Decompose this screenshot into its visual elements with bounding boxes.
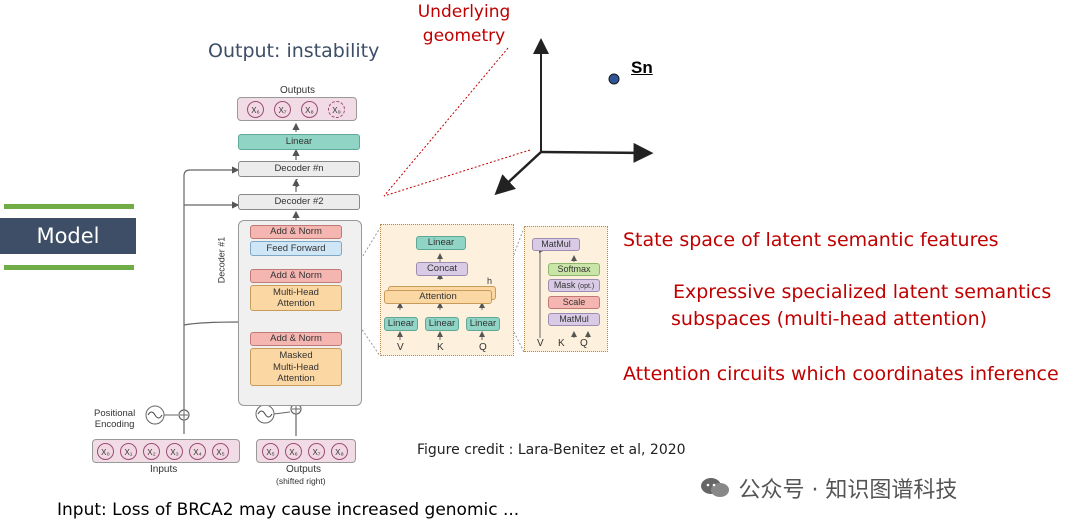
multi-head-attention: Multi-Head Attention <box>250 285 342 311</box>
watermark-text: 公众号 · 知识图谱科技 <box>738 478 958 503</box>
output-token-1: X₇ <box>274 101 291 118</box>
wechat-icon <box>700 476 730 500</box>
model-label: Model <box>0 218 136 254</box>
mha-line2: Attention <box>277 298 315 309</box>
add-norm-2: Add & Norm <box>250 269 342 283</box>
decoder-2-box: Decoder #2 <box>238 194 360 210</box>
output-token-row: X₆ X₇ X₈ X₉ <box>237 97 357 121</box>
annotation-expressive-1: Expressive specialized latent semantics <box>673 281 1052 303</box>
mha-concat-box: Concat <box>416 262 468 276</box>
mha-linear-box: Linear <box>416 236 466 250</box>
add-norm-1: Add & Norm <box>250 225 342 239</box>
sdpa-softmax: Softmax <box>548 263 600 276</box>
geometry-label: Underlying geometry <box>404 0 524 48</box>
mha-linear-k: Linear <box>425 317 459 331</box>
input-token-0: X₀ <box>97 443 114 460</box>
sdpa-mask-label: Mask <box>553 280 576 290</box>
shift-token-row: X₅ X₆ X₇ X₈ <box>256 439 356 463</box>
sdpa-mask: Mask (opt.) <box>548 279 600 292</box>
sdpa-matmul-top: MatMul <box>532 238 580 251</box>
input-token-3: X₃ <box>166 443 183 460</box>
annotation-expressive-2: subspaces (multi-head attention) <box>671 308 988 330</box>
sdpa-q-label: Q <box>580 338 588 349</box>
input-token-row: X₀ X₁ X₂ X₃ X₄ X₅ <box>92 439 240 463</box>
mha-linear-q: Linear <box>466 317 500 331</box>
masked-line2: Multi-Head <box>273 361 319 373</box>
shift-token-3: X₈ <box>331 443 348 460</box>
input-text: Input: Loss of BRCA2 may cause increased… <box>57 500 520 520</box>
masked-multi-head-attention: Masked Multi-Head Attention <box>250 348 342 386</box>
model-bottom-bar <box>4 265 134 270</box>
model-label-text: Model <box>36 224 100 248</box>
sdpa-matmul-bottom: MatMul <box>548 313 600 326</box>
decoder-n-box: Decoder #n <box>238 161 360 177</box>
input-token-4: X₄ <box>189 443 206 460</box>
output-token-0: X₆ <box>247 101 264 118</box>
decoder-1-label: Decoder #1 <box>216 236 227 284</box>
sdpa-mask-opt: (opt.) <box>577 283 595 290</box>
input-token-5: X₅ <box>212 443 229 460</box>
shift-token-2: X₇ <box>308 443 325 460</box>
mha-q-label: Q <box>479 342 487 353</box>
geometry-label-line2: geometry <box>422 26 506 46</box>
feed-forward: Feed Forward <box>250 241 342 256</box>
watermark: 公众号 · 知识图谱科技 <box>700 472 957 508</box>
positional-encoding-label: Positional Encoding <box>94 408 135 430</box>
decoder-dots: ⋮ <box>292 178 302 189</box>
annotation-circuits: Attention circuits which coordinates inf… <box>623 363 1059 385</box>
annotation-state-space: State space of latent semantic features <box>623 229 999 251</box>
axis-diagonal <box>494 151 542 196</box>
shifted-right-label: (shifted right) <box>276 476 326 486</box>
geometry-connector-2 <box>383 149 531 197</box>
mha-h-label: h <box>487 276 493 286</box>
model-top-bar <box>4 204 134 209</box>
pos-enc-line2: Encoding <box>94 419 135 430</box>
masked-line1: Masked <box>279 350 313 361</box>
mha-attention-box: Attention <box>384 290 492 304</box>
axis-horizontal <box>540 142 654 163</box>
mha-line1: Multi-Head <box>273 287 319 298</box>
shift-token-0: X₅ <box>262 443 279 460</box>
mha-k-label: K <box>437 342 444 353</box>
add-norm-3: Add & Norm <box>250 332 342 346</box>
linear-box: Linear <box>238 134 360 150</box>
mha-linear-v: Linear <box>384 317 418 331</box>
outputs-bottom-label: Outputs <box>286 464 322 475</box>
geometry-connector-1 <box>383 47 509 197</box>
figure-credit: Figure credit : Lara-Benitez et al, 2020 <box>417 442 686 458</box>
output-token-3: X₉ <box>328 101 345 118</box>
sn-label: Sn <box>631 58 653 77</box>
geometry-label-line1: Underlying <box>417 2 511 22</box>
pos-enc-line1: Positional <box>94 408 136 419</box>
outputs-top-label: Outputs <box>280 85 316 96</box>
input-token-2: X₂ <box>143 443 160 460</box>
input-token-1: X₁ <box>120 443 137 460</box>
inputs-label: Inputs <box>150 464 178 475</box>
output-title: Output: instability <box>208 40 380 62</box>
sdpa-scale: Scale <box>548 296 600 309</box>
masked-line3: Attention <box>277 373 315 384</box>
shift-token-1: X₆ <box>285 443 302 460</box>
mha-v-label: V <box>397 342 404 353</box>
sn-point <box>608 73 620 85</box>
mha-detail-connectors <box>397 253 485 340</box>
output-token-2: X₈ <box>301 101 318 118</box>
sdpa-k-label: K <box>558 338 565 349</box>
sdpa-v-label: V <box>537 338 544 349</box>
